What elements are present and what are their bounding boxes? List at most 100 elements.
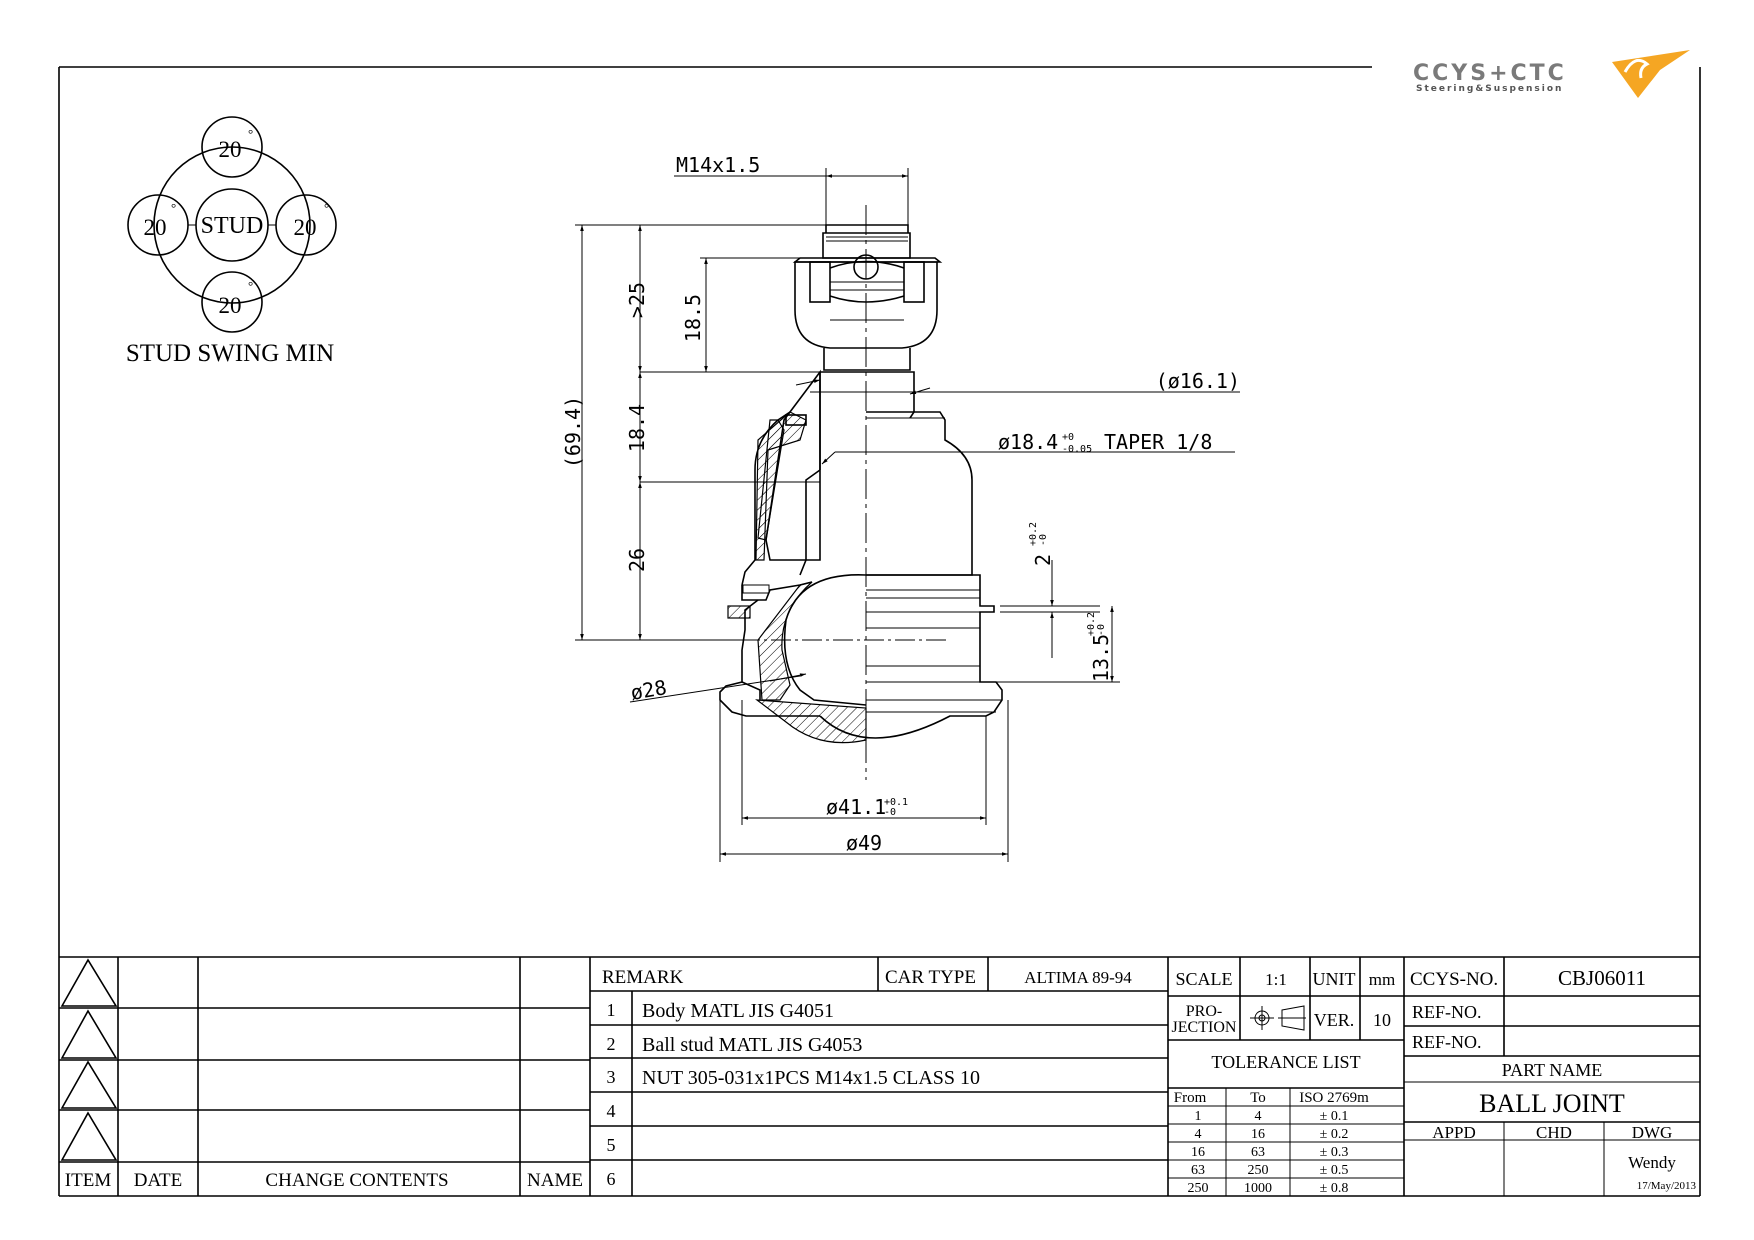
swing-left-degree: ° xyxy=(171,200,176,215)
swing-top-circle xyxy=(201,116,263,178)
tol-cell: ± 0.5 xyxy=(1320,1163,1349,1178)
dim-18-5: 18.5 xyxy=(681,294,705,342)
ball-joint-drawing xyxy=(719,205,1003,780)
scale-label: SCALE xyxy=(1175,969,1232,989)
dim-13-5: 13.5 xyxy=(1089,634,1113,682)
swing-left-value: 20 xyxy=(144,215,167,240)
chd-label: CHD xyxy=(1536,1123,1572,1142)
remark-row-no: 1 xyxy=(607,1000,616,1020)
logo-brand-text: CCYS+CTC xyxy=(1413,61,1567,86)
tol-cell: ± 0.2 xyxy=(1320,1127,1349,1142)
remark-row-no: 2 xyxy=(607,1034,616,1054)
dim-thread: M14x1.5 xyxy=(676,153,760,177)
dim-2-tol-up: +0.2 xyxy=(1028,522,1039,546)
swing-top-degree: ° xyxy=(248,126,253,141)
logo-tagline: Steering&Suspension xyxy=(1416,84,1563,94)
tol-header-iso: ISO 2769m xyxy=(1299,1090,1369,1106)
dim-16-1: (ø16.1) xyxy=(1156,369,1240,393)
remark-row-no: 5 xyxy=(607,1135,616,1155)
tol-cell: ± 0.1 xyxy=(1320,1109,1349,1124)
tol-cell: 4 xyxy=(1255,1109,1262,1124)
swing-right-value: 20 xyxy=(294,215,317,240)
dim-13-5-tol-dn: -0 xyxy=(1096,624,1107,636)
dim-41-1: ø41.1 xyxy=(826,795,886,819)
rev-header-date: DATE xyxy=(134,1170,183,1191)
drawing-date: 17/May/2013 xyxy=(1637,1180,1697,1192)
castle-nut xyxy=(792,254,943,349)
sheet-frame xyxy=(58,66,1701,1197)
tol-cell: 250 xyxy=(1248,1163,1269,1178)
stud-swing-diagram: STUD 20 ° 20 ° 20 ° 20 ° STUD SWING MIN xyxy=(126,116,337,367)
stud-label: STUD xyxy=(201,213,264,239)
ref-no-label-2: REF-NO. xyxy=(1412,1032,1482,1052)
tol-cell: 250 xyxy=(1188,1181,1209,1196)
unit-value: mm xyxy=(1369,970,1395,989)
cotter-pin-hole-icon xyxy=(853,254,879,280)
dim-49: ø49 xyxy=(846,831,882,855)
tol-cell: 1 xyxy=(1195,1109,1202,1124)
car-type-value: ALTIMA 89-94 xyxy=(1024,968,1132,987)
rev-header-item: ITEM xyxy=(65,1170,112,1191)
swing-bottom-circle xyxy=(201,271,263,333)
drawer-name: Wendy xyxy=(1628,1153,1676,1172)
logo-emblem-icon xyxy=(1612,50,1690,98)
tol-cell: ± 0.3 xyxy=(1320,1145,1349,1160)
title-block: CCYS-NO. CBJ06011 REF-NO. REF-NO. PART N… xyxy=(1404,957,1700,1196)
dim-2-tol-dn: -0 xyxy=(1038,534,1049,546)
dim-gt25: >25 xyxy=(625,282,649,318)
projection-symbol-icon xyxy=(1250,1005,1306,1031)
remark-row-text: NUT 305-031x1PCS M14x1.5 CLASS 10 xyxy=(642,1067,980,1089)
unit-label: UNIT xyxy=(1313,969,1356,989)
dim-2: 2 xyxy=(1031,554,1055,566)
swing-bottom-value: 20 xyxy=(219,293,242,318)
revision-table: ITEM DATE CHANGE CONTENTS NAME xyxy=(59,957,591,1196)
remark-row-no: 6 xyxy=(607,1169,616,1189)
dim-41-1-tol-dn: -0 xyxy=(884,807,896,818)
revision-triangle-icon xyxy=(60,958,118,1161)
swing-outer-circle xyxy=(153,146,311,304)
swing-top-value: 20 xyxy=(219,137,242,162)
ref-no-label-1: REF-NO. xyxy=(1412,1002,1482,1022)
tol-cell: 16 xyxy=(1191,1145,1205,1160)
dim-41-1-tol-up: +0.1 xyxy=(884,797,908,808)
dim-taper-tol-dn: -0.05 xyxy=(1062,444,1092,455)
dim-18-4: 18.4 xyxy=(625,404,649,452)
rev-header-name: NAME xyxy=(527,1170,583,1191)
appd-label: APPD xyxy=(1432,1123,1475,1142)
ccys-no-value: CBJ06011 xyxy=(1558,966,1646,990)
tol-cell: 63 xyxy=(1191,1163,1205,1178)
part-name-value: BALL JOINT xyxy=(1479,1089,1625,1118)
swing-right-degree: ° xyxy=(324,200,329,215)
dwg-label: DWG xyxy=(1632,1123,1673,1142)
company-logo: CCYS+CTC Steering&Suspension xyxy=(1413,50,1690,98)
projection-label-1: PRO- xyxy=(1186,1003,1222,1020)
tol-cell: 1000 xyxy=(1244,1181,1272,1196)
tol-header-to: To xyxy=(1250,1090,1266,1106)
section-view xyxy=(719,369,867,744)
tolerance-title: TOLERANCE LIST xyxy=(1211,1052,1360,1072)
remark-row-text: Ball stud MATL JIS G4053 xyxy=(642,1034,862,1056)
scale-value: 1:1 xyxy=(1265,970,1287,989)
ver-label: VER. xyxy=(1314,1010,1355,1030)
remark-header: REMARK xyxy=(602,967,684,988)
remark-row-no: 4 xyxy=(607,1101,616,1121)
rev-header-change: CHANGE CONTENTS xyxy=(265,1170,448,1191)
ccys-no-label: CCYS-NO. xyxy=(1410,969,1498,990)
dimensions: M14x1.5 (69.4) >25 18.5 18.4 26 (ø16.1) … xyxy=(561,153,1240,862)
remark-row-no: 3 xyxy=(607,1067,616,1087)
remarks-table: REMARK CAR TYPE ALTIMA 89-94 1 Body MATL… xyxy=(590,957,1169,1196)
dim-taper-tol-up: +0 xyxy=(1062,432,1074,443)
tol-cell: 63 xyxy=(1251,1145,1265,1160)
tol-cell: 16 xyxy=(1251,1127,1265,1142)
tol-cell: 4 xyxy=(1195,1127,1202,1142)
dim-overall: (69.4) xyxy=(561,396,585,468)
tol-cell: ± 0.8 xyxy=(1320,1181,1349,1196)
scale-block: SCALE 1:1 UNIT mm PRO- JECTION VER. 10 T… xyxy=(1168,957,1405,1196)
swing-bottom-degree: ° xyxy=(248,278,253,293)
dim-26: 26 xyxy=(625,548,649,572)
swing-caption: STUD SWING MIN xyxy=(126,340,334,367)
remark-row-text: Body MATL JIS G4051 xyxy=(642,1000,834,1022)
projection-label-2: JECTION xyxy=(1172,1019,1237,1036)
ver-value: 10 xyxy=(1373,1010,1391,1030)
